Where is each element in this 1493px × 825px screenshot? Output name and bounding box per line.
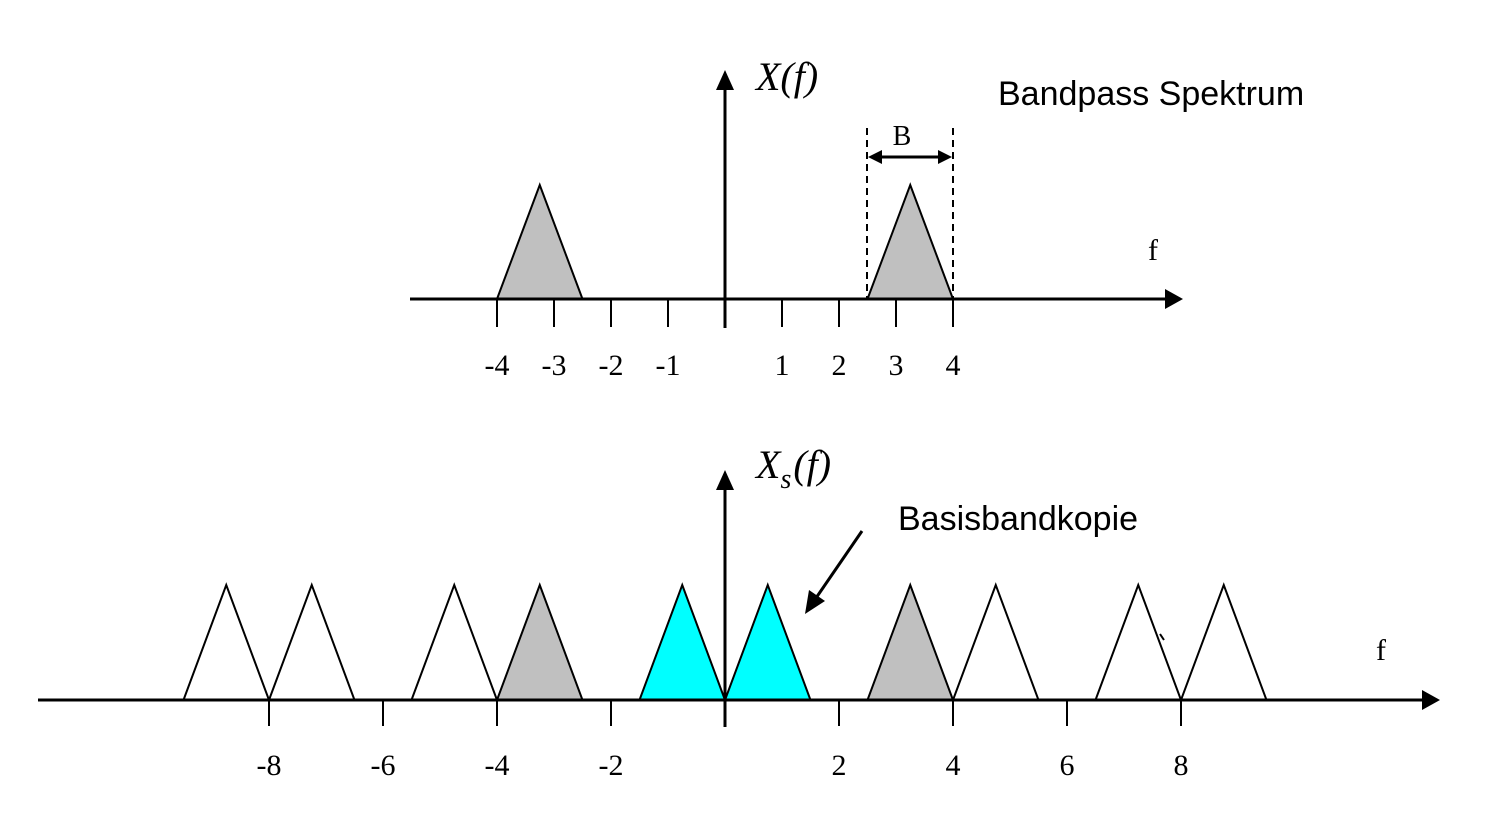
bandpass-spectrum-panel: -4 -3 -2 -1 1 2 3 4 B X(f) f Bandpass Spektrum — [410, 54, 1304, 382]
bottom-spectrum-triangle-5 — [723, 582, 812, 701]
top-x-axis-label: f — [1148, 234, 1158, 267]
top-y-axis-arrow — [716, 70, 734, 90]
basisbandkopie-arrow-line — [814, 530, 864, 599]
bottom-tick-label-7: 8 — [1174, 749, 1189, 782]
basisbandkopie-arrow-head — [805, 590, 825, 614]
bottom-tick-label-0: -8 — [257, 749, 282, 782]
top-tick-label-6: 3 — [889, 349, 904, 382]
bandwidth-label: B — [893, 121, 912, 152]
top-tick-label-1: -3 — [542, 349, 567, 382]
sampled-spectrum-panel: -8 -6 -4 -2 2 4 6 8 Xs(f) f Basisbandkopie — [38, 442, 1440, 782]
bottom-y-axis-label: Xs(f) — [754, 442, 831, 495]
bottom-spectrum-triangle-9 — [1179, 582, 1268, 701]
bottom-tick-label-6: 6 — [1060, 749, 1075, 782]
bottom-spectrum-triangle-3 — [495, 582, 584, 701]
bottom-tick-label-2: -4 — [485, 749, 510, 782]
bottom-spectrum-triangle-6 — [866, 582, 955, 701]
bottom-y-label-argument: (f) — [793, 442, 831, 487]
bottom-x-axis-arrow — [1422, 690, 1440, 710]
bottom-tick-label-4: 2 — [832, 749, 847, 782]
sampled-triangles — [182, 582, 1268, 701]
bottom-spectrum-triangle-7 — [951, 582, 1040, 701]
top-tick-label-7: 4 — [946, 349, 961, 382]
bottom-x-ticks: -8 -6 -4 -2 2 4 6 8 — [257, 700, 1189, 782]
top-spectrum-triangle-1 — [866, 182, 955, 300]
bottom-spectrum-triangle-1 — [267, 582, 356, 701]
top-y-axis-label: X(f) — [754, 54, 818, 99]
bottom-spectrum-triangle-4 — [638, 582, 727, 701]
top-spectrum-triangle-0 — [495, 182, 584, 300]
bandpass-title: Bandpass Spektrum — [998, 75, 1304, 113]
basisbandkopie-label: Basisbandkopie — [898, 500, 1138, 538]
bottom-spectrum-triangle-8 — [1094, 582, 1183, 701]
bottom-y-label-main: X — [754, 442, 782, 487]
stray-mark — [1159, 633, 1165, 641]
top-tick-label-5: 2 — [832, 349, 847, 382]
top-tick-label-3: -1 — [656, 349, 681, 382]
bottom-tick-label-5: 4 — [946, 749, 961, 782]
top-tick-label-0: -4 — [485, 349, 510, 382]
top-tick-label-2: -2 — [599, 349, 624, 382]
bottom-tick-label-3: -2 — [599, 749, 624, 782]
top-tick-label-4: 1 — [775, 349, 790, 382]
top-x-ticks: -4 -3 -2 -1 1 2 3 4 — [485, 299, 961, 382]
bottom-spectrum-triangle-0 — [182, 582, 271, 701]
top-x-axis-arrow — [1165, 289, 1183, 309]
bottom-y-axis-arrow — [716, 470, 734, 490]
bandwidth-arrow-right-head — [938, 150, 952, 164]
bottom-x-axis-label: f — [1376, 634, 1386, 667]
bottom-tick-label-1: -6 — [371, 749, 396, 782]
bandwidth-arrow-left-head — [868, 150, 882, 164]
bottom-spectrum-triangle-2 — [410, 582, 499, 701]
bottom-y-label-subscript: s — [780, 464, 791, 495]
